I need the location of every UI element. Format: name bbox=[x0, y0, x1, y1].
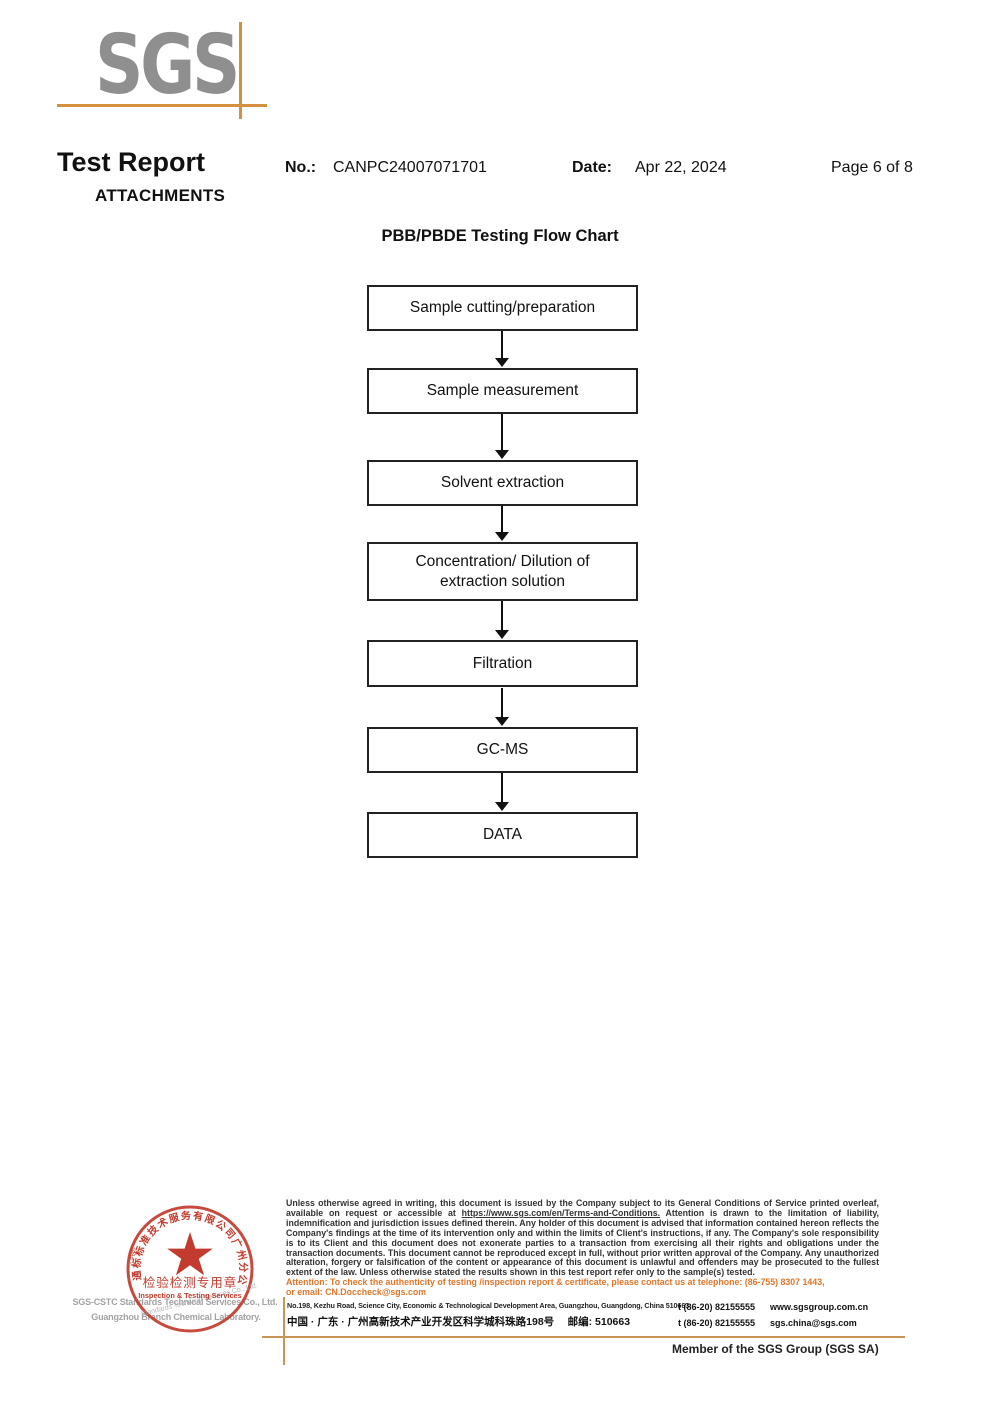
footer-vertical-rule bbox=[283, 1297, 285, 1365]
arrow-shaft bbox=[501, 688, 503, 718]
address-english: No.198, Kezhu Road, Science City, Econom… bbox=[287, 1301, 690, 1310]
flow-arrow bbox=[495, 601, 509, 639]
company-branch-line: Guangzhou Branch Chemical Laboratory. bbox=[91, 1312, 261, 1322]
footer-horizontal-rule bbox=[262, 1336, 905, 1338]
flow-arrow bbox=[495, 688, 509, 726]
flow-arrow bbox=[495, 506, 509, 541]
arrow-head-icon bbox=[495, 717, 509, 726]
sgs-logo: SGS bbox=[95, 18, 240, 113]
date-label: Date: bbox=[572, 159, 613, 176]
company-name-line: SGS-CSTC Standards Technical Services Co… bbox=[72, 1297, 278, 1307]
arrow-head-icon bbox=[495, 802, 509, 811]
flow-arrow bbox=[495, 414, 509, 459]
disclaimer-paragraph: Unless otherwise agreed in writing, this… bbox=[286, 1198, 880, 1278]
arrow-head-icon bbox=[495, 450, 509, 459]
flow-step-box: Sample cutting/preparation bbox=[367, 285, 638, 331]
stamp-arc-text: 通标标准技术服务有限公司广州分公司 bbox=[118, 1199, 250, 1287]
flow-step-box: Filtration bbox=[367, 640, 638, 687]
attention-line-2: or email: CN.Doccheck@sgs.com bbox=[286, 1287, 427, 1298]
report-no-label: No.: bbox=[285, 159, 317, 176]
report-no-value: CANPC24007071701 bbox=[333, 159, 487, 176]
page-title: Test Report bbox=[57, 147, 206, 177]
inspection-stamp: 通标标准技术服务有限公司广州分公司 Standards Technical Se… bbox=[118, 1199, 259, 1333]
disclaimer-text-1: Unless otherwise agreed in writing, this… bbox=[286, 1198, 879, 1218]
star-icon bbox=[167, 1232, 213, 1276]
arrow-head-icon bbox=[495, 358, 509, 367]
section-title: ATTACHMENTS bbox=[95, 186, 226, 205]
terms-and-conditions-link[interactable]: https://www.sgs.com/en/Terms-and-Conditi… bbox=[461, 1207, 661, 1218]
logo-vertical-rule bbox=[239, 22, 242, 119]
stamp-seal-subtitle: Inspection & Testing Services bbox=[138, 1291, 241, 1300]
sgs-membership-note: Member of the SGS Group (SGS SA) bbox=[672, 1342, 879, 1356]
arrow-shaft bbox=[501, 773, 503, 803]
arrow-head-icon bbox=[495, 532, 509, 541]
attention-line-1: Attention: To check the authenticity of … bbox=[286, 1277, 825, 1288]
page-number: Page 6 of 8 bbox=[831, 159, 913, 176]
date-value: Apr 22, 2024 bbox=[635, 159, 727, 176]
arrow-shaft bbox=[501, 331, 503, 359]
flow-step-box: Sample measurement bbox=[367, 368, 638, 414]
flowchart-title: PBB/PBDE Testing Flow Chart bbox=[381, 227, 619, 245]
flow-step-box: Solvent extraction bbox=[367, 460, 638, 506]
email-text: sgs.china@sgs.com bbox=[770, 1318, 857, 1328]
logo-horizontal-rule bbox=[57, 104, 267, 107]
arrow-shaft bbox=[501, 506, 503, 533]
flow-step-box: GC-MS bbox=[367, 727, 638, 773]
flow-arrow bbox=[495, 773, 509, 811]
flow-step-box: DATA bbox=[367, 812, 638, 858]
arrow-shaft bbox=[501, 414, 503, 451]
website-text: www.sgsgroup.com.cn bbox=[770, 1302, 869, 1312]
arrow-shaft bbox=[501, 601, 503, 631]
address-chinese: 中国 · 广东 · 广州高新技术产业开发区科学城科珠路198号 邮编: 5106… bbox=[287, 1316, 631, 1328]
stamp-seal-label: 检验检测专用章 bbox=[143, 1275, 238, 1290]
phone-line-1: t (86-20) 82155555 bbox=[678, 1302, 756, 1312]
stamp-side-code: C-PBB2 bbox=[131, 1247, 137, 1265]
stamp-circle bbox=[126, 1205, 254, 1333]
flow-step-box: Concentration/ Dilution of extraction so… bbox=[367, 542, 638, 601]
flow-arrow bbox=[495, 331, 509, 367]
footer-legal-block: Unless otherwise agreed in writing, this… bbox=[286, 1198, 880, 1298]
disclaimer-text-2: Attention is drawn to the limitation of … bbox=[286, 1207, 880, 1278]
arrow-head-icon bbox=[495, 630, 509, 639]
phone-line-2: t (86-20) 82155555 bbox=[678, 1318, 756, 1328]
